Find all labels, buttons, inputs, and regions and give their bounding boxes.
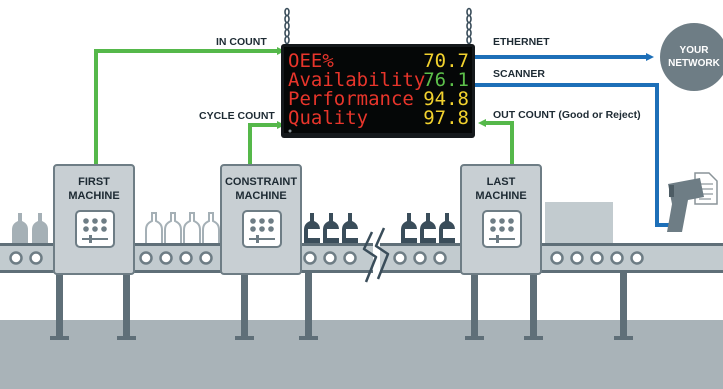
cycle-count-line	[248, 121, 285, 165]
last-machine-label-2: MACHINE	[475, 190, 526, 202]
quality-value: 97.8	[423, 107, 469, 129]
network-label-1: YOUR	[680, 45, 710, 56]
connector-lines	[94, 47, 676, 227]
factory-floor	[0, 320, 723, 389]
packed-box	[545, 202, 613, 244]
oee-led-display: OEE% 70.7 Availability 76.1 Performance …	[281, 44, 475, 138]
network-label-2: NETWORK	[668, 58, 720, 69]
oee-label: OEE%	[288, 50, 334, 72]
bottles	[12, 212, 457, 245]
out-count-label: OUT COUNT (Good or Reject)	[493, 109, 641, 121]
availability-label: Availability	[288, 69, 425, 91]
line-break-mark	[362, 231, 378, 283]
scanner-line	[472, 83, 676, 227]
display-chains	[284, 7, 472, 45]
availability-value: 76.1	[423, 69, 469, 91]
constraint-machine-label-2: MACHINE	[235, 190, 286, 202]
performance-label: Performance	[288, 88, 414, 110]
ethernet-label: ETHERNET	[493, 36, 550, 48]
control-panel-icon	[242, 210, 282, 248]
in-count-label: IN COUNT	[216, 36, 267, 48]
display-logo-icon	[288, 129, 292, 133]
cycle-count-label: CYCLE COUNT	[199, 110, 275, 122]
performance-value: 94.8	[423, 88, 469, 110]
quality-label: Quality	[288, 107, 368, 129]
control-panel-icon	[75, 210, 115, 248]
barcode-scanner-icon	[667, 172, 718, 232]
first-machine-label-1: FIRST	[78, 176, 110, 188]
oee-value: 70.7	[423, 50, 469, 72]
last-machine[interactable]: LAST MACHINE	[460, 164, 542, 275]
constraint-machine[interactable]: CONSTRAINT MACHINE	[220, 164, 302, 275]
last-machine-label-1: LAST	[487, 176, 516, 188]
first-machine[interactable]: FIRST MACHINE	[53, 164, 135, 275]
conveyor-legs	[50, 270, 633, 340]
out-count-line	[478, 119, 514, 165]
conveyor-rollers	[9, 251, 644, 265]
scanner-label: SCANNER	[493, 68, 545, 80]
in-count-line	[94, 47, 285, 165]
control-panel-icon	[482, 210, 522, 248]
constraint-machine-label-1: CONSTRAINT	[225, 176, 297, 188]
first-machine-label-2: MACHINE	[68, 190, 119, 202]
line-break-mark	[374, 227, 390, 280]
network-node[interactable]: YOUR NETWORK	[660, 23, 723, 91]
